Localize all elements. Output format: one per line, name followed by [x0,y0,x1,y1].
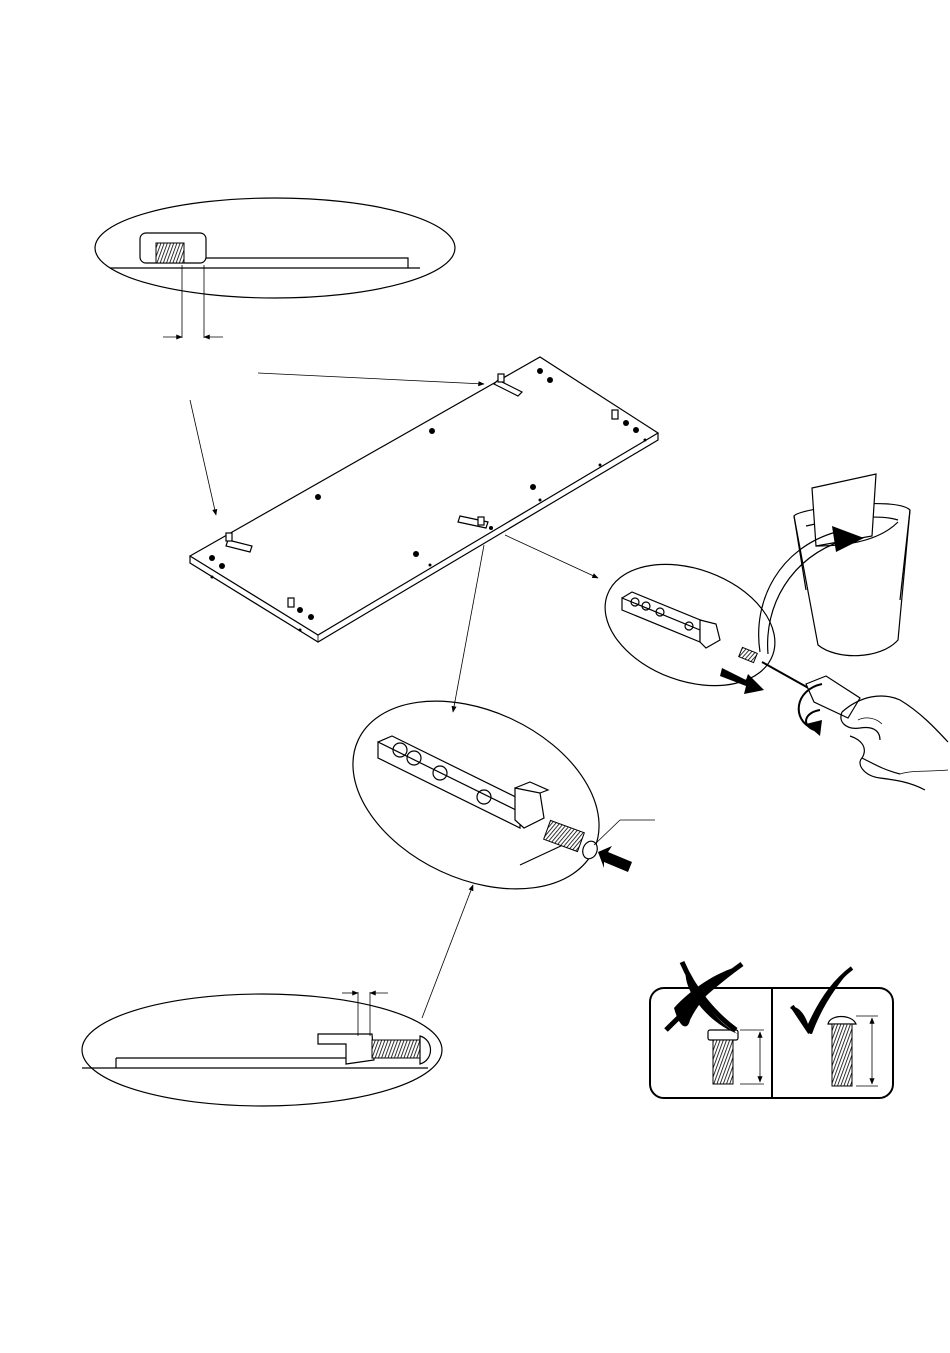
bolt-thread [372,1040,422,1058]
leader-arrow [505,535,598,578]
correct-bolt [828,1016,878,1086]
leader-arrow [190,400,216,515]
trash-bin-icon [794,474,910,656]
detail-center [323,664,655,926]
detail-top-left [95,198,455,338]
bolt-thread [156,243,184,263]
leader-arrow [453,545,484,712]
leader-arrow [422,885,473,1018]
push-arrow [598,846,632,872]
wrong-bolt [708,1030,764,1084]
board-panel [190,357,658,642]
leader-arrow [258,373,484,384]
hand-icon [841,696,948,790]
detail-right [588,542,792,707]
bolt-thread [544,820,585,851]
detail-bottom-left [82,992,442,1106]
pull-arrow [720,668,764,694]
bolt-comparison-box [650,962,893,1098]
cross-mark-icon [666,962,742,1034]
